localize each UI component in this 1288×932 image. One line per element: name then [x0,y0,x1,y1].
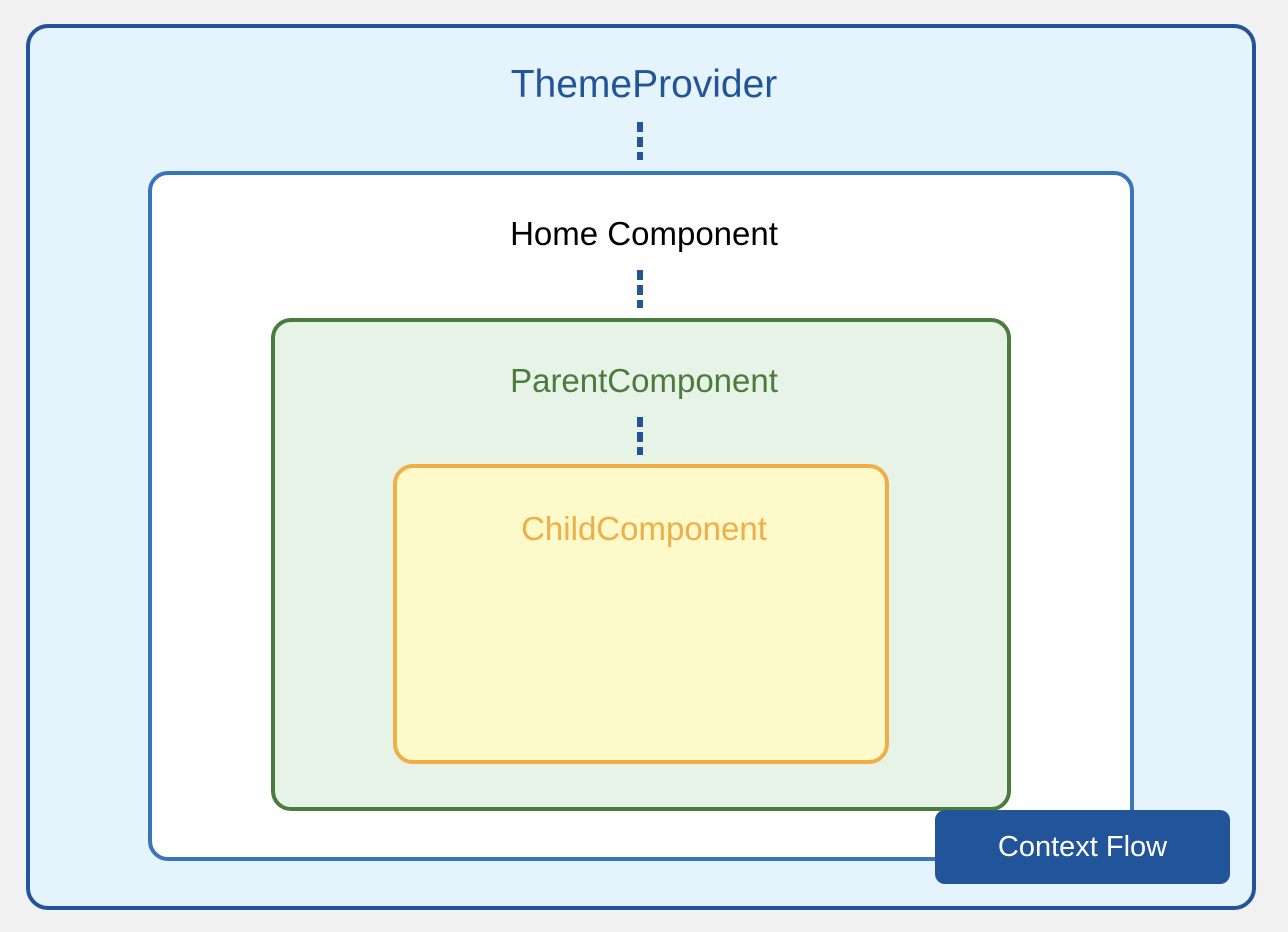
connector-parent-to-child [637,417,643,455]
context-flow-legend: Context Flow [935,810,1230,884]
parent-component-label: ParentComponent [510,362,778,399]
home-component-label: Home Component [510,215,778,252]
context-flow-label: Context Flow [997,830,1168,863]
connector-theme-to-home [637,122,643,160]
theme-provider-label: ThemeProvider [510,63,778,106]
child-component-label: ChildComponent [521,510,767,547]
child-component-box [393,464,889,764]
connector-home-to-parent [637,270,643,308]
